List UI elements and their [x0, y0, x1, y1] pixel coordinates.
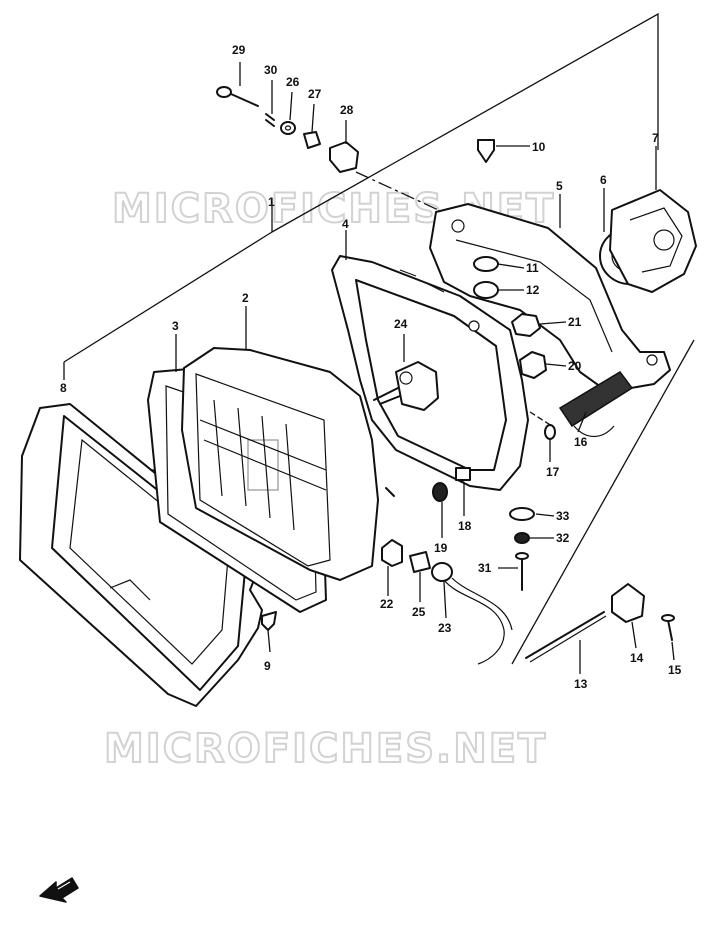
part-label-33: 33 [556, 509, 570, 523]
housing-cover [609, 189, 697, 293]
part-label-30: 30 [264, 63, 278, 77]
front-arrow-icon [39, 877, 79, 903]
wiring-grommet [558, 371, 634, 438]
part-label-25: 25 [412, 605, 426, 619]
headlight-housing [429, 203, 671, 393]
part-label-18: 18 [458, 519, 472, 533]
part-label-5: 5 [556, 179, 563, 193]
part-label-20: 20 [568, 359, 582, 373]
part-label-12: 12 [526, 283, 540, 297]
part-label-28: 28 [340, 103, 354, 117]
part-label-26: 26 [286, 75, 300, 89]
part-label-11: 11 [526, 261, 539, 275]
part-label-14: 14 [630, 651, 644, 665]
part-label-13: 13 [574, 677, 588, 691]
part-label-16: 16 [574, 435, 588, 449]
part-label-2: 2 [242, 291, 249, 305]
sealed-beam-unit [181, 347, 395, 581]
watermark-bottom: MICROFICHES.NET [104, 726, 547, 772]
part-labels: 1 2 3 4 5 6 7 8 9 10 11 12 13 14 15 16 1… [60, 43, 682, 691]
part-label-17: 17 [546, 465, 560, 479]
part-label-21: 21 [568, 315, 582, 329]
part-label-24: 24 [394, 317, 408, 331]
part-label-9: 9 [264, 659, 271, 673]
bulb-socket [373, 361, 439, 411]
part-label-31: 31 [478, 561, 492, 575]
part-label-10: 10 [532, 140, 546, 154]
part-label-7: 7 [652, 131, 659, 145]
part-label-23: 23 [438, 621, 452, 635]
part-label-1: 1 [268, 195, 275, 209]
part-label-29: 29 [232, 43, 246, 57]
part-label-15: 15 [668, 663, 682, 677]
part-label-32: 32 [556, 531, 570, 545]
part-label-6: 6 [600, 173, 607, 187]
part-label-19: 19 [434, 541, 448, 555]
part-label-27: 27 [308, 87, 322, 101]
part-label-8: 8 [60, 381, 67, 395]
part-label-4: 4 [342, 217, 349, 231]
part-label-3: 3 [172, 319, 179, 333]
part-label-22: 22 [380, 597, 394, 611]
leader-lines [175, 62, 675, 674]
